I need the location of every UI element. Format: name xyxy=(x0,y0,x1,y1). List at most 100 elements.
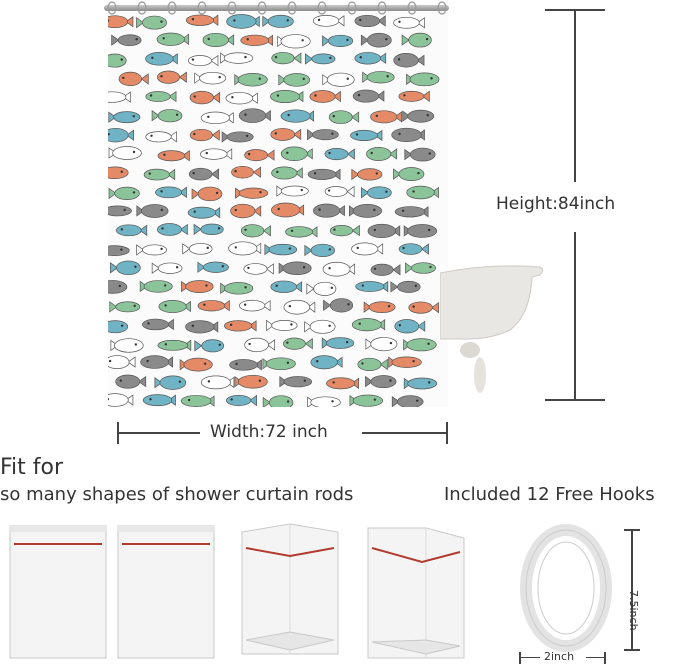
fish-motif xyxy=(185,320,219,334)
fish-motif xyxy=(110,338,144,353)
fish-motif xyxy=(108,245,130,256)
fish-motif xyxy=(262,14,294,28)
curtain-hook xyxy=(407,1,417,15)
fish-motif xyxy=(370,110,403,124)
fish-motif xyxy=(304,319,336,334)
fish-motif xyxy=(278,73,311,87)
fish-motif xyxy=(403,377,438,390)
fish-motif xyxy=(136,244,167,256)
fish-motif xyxy=(200,111,234,125)
fish-motif xyxy=(145,52,178,66)
fish-motif xyxy=(157,70,187,84)
fish-motif xyxy=(370,263,401,276)
fish-motif xyxy=(357,357,388,371)
fish-motif xyxy=(312,203,345,218)
fish-motif xyxy=(182,243,213,255)
curtain-hook xyxy=(107,1,117,15)
shower-rod xyxy=(104,5,449,11)
fish-motif xyxy=(240,224,271,238)
fish-motif xyxy=(406,72,440,87)
fish-motif xyxy=(349,394,384,407)
fish-motif xyxy=(276,185,309,197)
width-dimension-line-left xyxy=(118,432,200,434)
fish-motif xyxy=(108,393,134,407)
fish-motif xyxy=(322,261,355,277)
curtain-hook xyxy=(317,1,327,15)
fish-motif xyxy=(200,148,233,160)
fish-motif xyxy=(322,34,354,47)
fish-motif xyxy=(243,263,274,275)
fish-motif xyxy=(108,53,127,68)
fish-motif xyxy=(264,243,298,256)
fish-motif xyxy=(142,318,174,331)
straight-rod-shape-2 xyxy=(117,525,215,659)
fish-motif xyxy=(306,281,337,296)
fish-motif xyxy=(360,32,392,48)
fish-motif xyxy=(226,394,257,407)
l-shaped-rod-shape xyxy=(367,527,465,659)
fish-motif xyxy=(221,131,254,143)
fish-motif xyxy=(228,241,262,256)
fish-motif xyxy=(352,89,385,103)
fish-motif xyxy=(328,110,360,124)
fish-motif xyxy=(194,339,225,353)
fish-motif xyxy=(408,301,439,314)
fish-motif xyxy=(324,148,355,161)
fish-shower-curtain xyxy=(108,12,448,407)
fish-motif xyxy=(361,186,392,199)
fish-motif xyxy=(403,338,437,352)
fish-motif xyxy=(238,108,271,123)
hook-width-label: 2inch xyxy=(544,650,575,663)
fish-motif xyxy=(151,262,183,274)
curtain-hook xyxy=(287,1,297,15)
fish-motif xyxy=(156,32,190,46)
fish-motif xyxy=(283,299,316,315)
fish-motif xyxy=(157,150,190,162)
fish-motif xyxy=(312,15,345,27)
height-dimension-cap-bottom xyxy=(545,399,605,401)
hooks-title: Included 12 Free Hooks xyxy=(444,484,655,505)
fish-motif xyxy=(194,71,227,85)
fit-title: Fit for xyxy=(0,455,64,480)
fish-motif xyxy=(136,15,167,30)
bathtub-image xyxy=(440,265,543,393)
height-dimension-line-bottom xyxy=(574,232,576,400)
fish-motif xyxy=(266,319,298,332)
fish-motif xyxy=(262,357,296,371)
fish-motif xyxy=(350,129,383,142)
fish-motif xyxy=(271,52,302,65)
fish-motif xyxy=(354,52,387,65)
fish-motif xyxy=(187,206,221,219)
fish-motif xyxy=(280,146,313,162)
fish-motif xyxy=(158,300,191,313)
fish-motif xyxy=(189,90,221,105)
fish-motif xyxy=(351,168,383,181)
fish-motif xyxy=(351,242,384,256)
fish-motif xyxy=(157,339,192,351)
fish-motif xyxy=(362,71,395,84)
straight-rod-shape xyxy=(9,525,107,659)
hook-width-line-right xyxy=(586,657,604,658)
fish-motif xyxy=(324,185,355,198)
fish-motif xyxy=(391,127,425,143)
fish-motif xyxy=(139,280,173,293)
fish-motif xyxy=(283,337,313,350)
fish-motif xyxy=(200,375,235,390)
curtain-hook xyxy=(257,1,267,15)
fish-motif xyxy=(305,53,336,65)
fish-motif xyxy=(197,261,229,273)
fish-motif xyxy=(326,377,359,390)
fish-motif xyxy=(179,357,213,372)
fish-motif xyxy=(366,147,398,161)
fish-motif xyxy=(398,243,429,255)
fish-motif xyxy=(234,72,268,87)
fish-motif xyxy=(391,395,424,407)
fish-motif xyxy=(363,301,396,313)
fish-motif xyxy=(109,301,141,313)
curtain-ring-hook-icon xyxy=(520,524,612,652)
fish-motif xyxy=(180,395,215,407)
fish-motif xyxy=(197,300,230,312)
fish-motif xyxy=(262,395,294,407)
fish-motif xyxy=(307,396,341,407)
curtain-hook xyxy=(347,1,357,15)
